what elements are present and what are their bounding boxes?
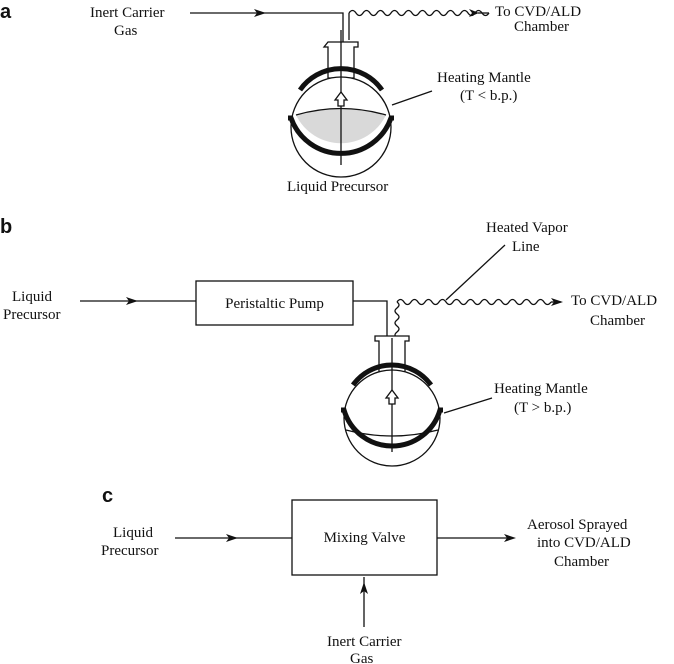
- panel-c-outlet-label-line2: into CVD/ALD: [537, 535, 631, 551]
- panel-a-flask: [288, 30, 394, 177]
- panel-a-mantle-label-line2: (T < b.p.): [460, 88, 517, 104]
- panel-b-outlet-label-line1: To CVD/ALD: [571, 293, 657, 309]
- panel-a-outlet-label-line2: Chamber: [514, 19, 569, 35]
- panel-b-outlet-label-line2: Chamber: [590, 313, 645, 329]
- panel-b-vapor-leader: [446, 245, 505, 300]
- panel-a-flask-label: Liquid Precursor: [287, 179, 388, 195]
- panel-c-gas-label-line1: Inert Carrier: [327, 634, 402, 650]
- panel-b-vapor-label-line2: Line: [512, 239, 540, 255]
- panel-c-letter: c: [102, 485, 113, 507]
- peristaltic-pump-label: Peristaltic Pump: [225, 296, 324, 312]
- panel-b: b Liquid Precursor Peristaltic Pump To C…: [0, 216, 657, 466]
- panel-c-outlet-label-line1: Aerosol Sprayed: [527, 517, 628, 533]
- panel-a-mantle-label-line1: Heating Mantle: [437, 70, 531, 86]
- panel-c: c Liquid Precursor Mixing Valve Aerosol …: [101, 485, 631, 664]
- panel-c-inlet-label-line2: Precursor: [101, 543, 158, 559]
- panel-b-inlet-label-line2: Precursor: [3, 307, 60, 323]
- panel-a-letter: a: [0, 1, 12, 23]
- panel-b-vapor-label-line1: Heated Vapor: [486, 220, 568, 236]
- panel-c-gas-label-line2: Gas: [350, 651, 373, 664]
- panel-b-flask: [341, 336, 443, 466]
- panel-b-heated-riser: [395, 302, 399, 338]
- panel-b-mantle-label-line1: Heating Mantle: [494, 381, 588, 397]
- panel-b-inlet-label-line1: Liquid: [12, 289, 52, 305]
- panel-b-letter: b: [0, 216, 12, 238]
- panel-b-mantle-leader: [444, 398, 492, 413]
- panel-c-outlet-label-line3: Chamber: [554, 554, 609, 570]
- panel-c-inlet-label-line1: Liquid: [113, 525, 153, 541]
- panel-a-inlet-label-line2: Gas: [114, 23, 137, 39]
- mixing-valve-label: Mixing Valve: [324, 530, 406, 546]
- panel-b-heated-line: [397, 300, 551, 305]
- panel-a-inlet-label-line1: Inert Carrier: [90, 5, 165, 21]
- panel-a-mantle-leader: [392, 91, 432, 105]
- panel-b-mantle-label-line2: (T > b.p.): [514, 400, 571, 416]
- panel-a-outlet-label-line1: To CVD/ALD: [495, 4, 581, 20]
- panel-a-heated-line: [349, 11, 489, 16]
- panel-a: a Inert Carrier Gas To CVD/ALD Chamber H…: [0, 1, 581, 195]
